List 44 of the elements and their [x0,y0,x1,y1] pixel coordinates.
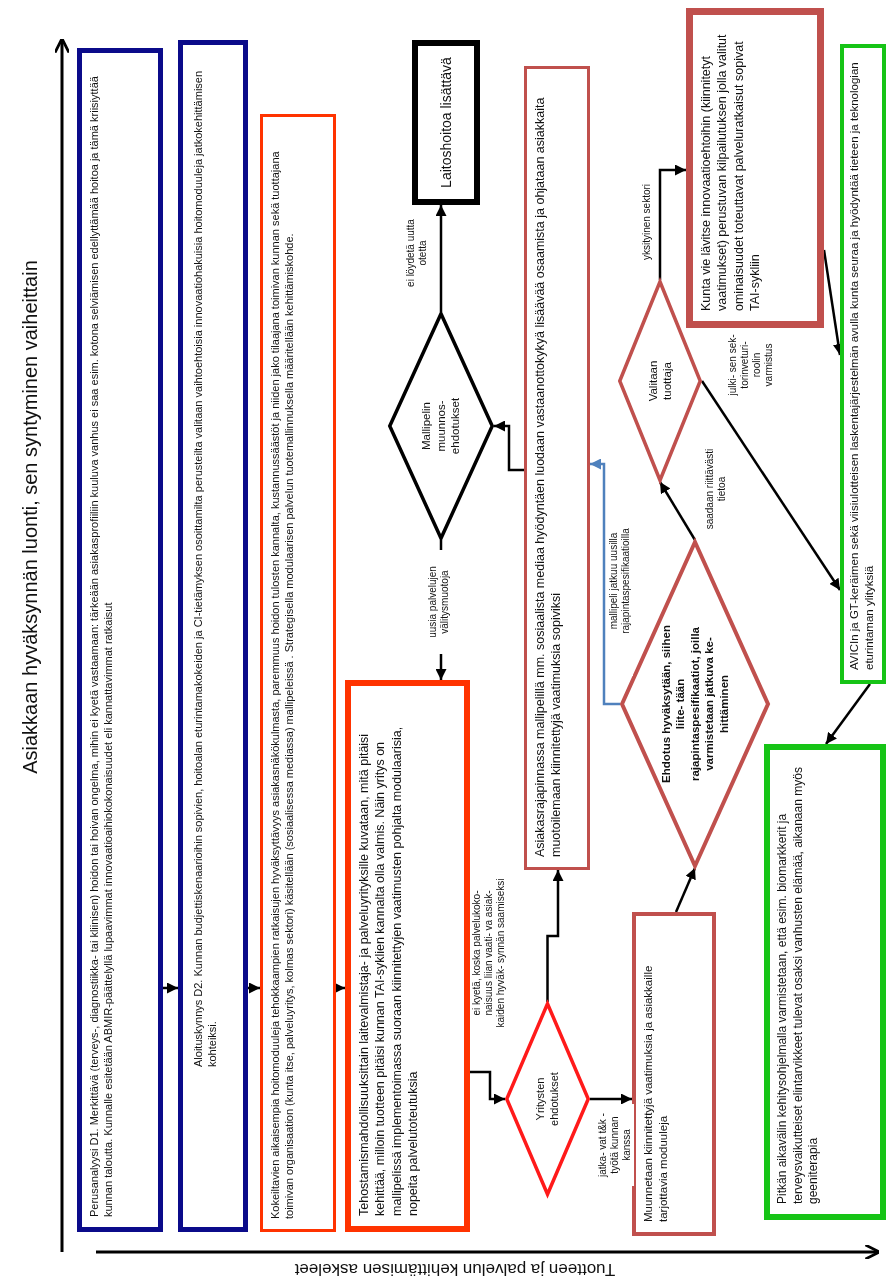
box-text: Muunnetaan kiinnitettyjä vaatimuksia ja asiakkaille tarjottavia moduuleja [641,964,670,1222]
process-box [632,912,716,1236]
arrow [590,458,620,706]
process-box [764,744,886,1220]
process-box [524,66,590,870]
process-box [77,48,163,1232]
arrow [163,982,178,994]
arrow [494,420,524,472]
box-text: Laitoshoitoa lisättävä [436,57,455,188]
process-box [260,114,336,1232]
diamond-text: Ehdotus hyväksytään, siihen liite- tään rajapintaspesifikaatiot, joilla varmistetaan jatkuva ke- hittäminen [659,624,731,785]
diamond-text: Mallipelin muunnos- ehdotukset [419,396,463,457]
arrow [590,1093,632,1105]
arrow [674,867,697,913]
box-text: Kokeiltavien aikaisempia hoitomoduuleja tehokkaampien ratkaisujen hyväksyttävyys asiakasnäkökulmasta, paremmuus hoidon tulosten kannalta, kustannussäästöt ja niiden jako tilaajana toimivan kunnan sekä tuottajana toimivan organisaation (kunta itse, palveluyritys, kolmas sektori) käsitellään (sosiaalisessa mediassa) mallipeleissä . Strategisella modulaarisen palvelun tuotemallinnuksella määritellään kehittämiskohde. [268,150,297,1219]
box-text: Tehostamismahdollisuuksittain laitevalmistaja- ja palveluyrityksille kuvataan, mitä pitäisi kehittää, milloin tuotteen pitäisi kunnan TAI-syklien kannalta olla valmis. Näin yritys on mallipelissä implementoimassa suoraan kiinnitettyjen vaatimusten pohjalta modulaarisia, nopeita palvelutoteutuksia [356,725,421,1216]
arrow [700,380,842,591]
process-box [178,40,248,1232]
arrow [435,205,447,312]
arrow [658,164,686,280]
arrow [658,481,697,541]
diamond-text: Yritysten ehdotukset [533,1071,561,1128]
process-box [840,44,886,684]
decision-diamond [618,280,702,482]
edge-label: jatka- vat t&k -työtä kunnan kanssa [596,1104,634,1186]
arrow [825,683,871,745]
box-text: Kunta vie lävitse innovaatioehtoihin (kiinnitetyt vaatimukset) perustuvan kilpailutuksen jolla valitut ominaisuudet toteuttavat palveluratkaisut sopivat TAI-sykliin [698,33,763,311]
decision-diamond [388,312,494,540]
diamond-text: Valitaan tuottaja [645,359,674,404]
arrow [546,870,564,1002]
box-text: Aloituskynnys D2. Kunnan budjettiskenaarioihin sopivien, hoitoalan eturintamakokeiden ja CI-tietämyksen osoittamilta perusteilta valitaan vaihtoehtoisia innovaatiohakuisia hoitomoduuleja jatkokehittämisen kohteiksi. [191,69,220,1067]
edge-label: uusia palvelujen välitysmuotoja [426,550,452,654]
axis-label: Tuotteen ja palvelun kehittämisen askeleet [293,1259,617,1280]
box-text: Pitkän aikavälin kehitysohjelmalla varmistetaan, että esim. biomarkkerit ja terveysvaikutteiset elintarvikkeet tulevat osaksi vanhusten elämää, aikanaan myös geeniterapia [775,766,822,1204]
process-box [345,680,470,1232]
arrow [248,982,260,994]
box-text: Perusanalyysi D1. Merkittävä (terveys-, diagnostiikka- tai kliinisen) hoidon tai hoivan ongelma, mihin ei kyetä vastaamaan: tärkeään asiakasprofiiliin kuuluva vanhus ei saa esim. kotona selviämisen edellyttämää hoitoa ja tämä kriisiyttää kunnan taloutta. Kunnalle esitetään ABMIR-päättelyllä lupaavimmat innovaatioaihiokokonaisuudet eli kannattavimmat ratkaisut [87,75,116,1217]
arrow [470,1070,505,1105]
decision-diamond [505,1002,590,1196]
arrow [334,982,345,994]
box-text: AVICIn ja GT-keräimen sekä viisiulotteisen laskentajärjestelmän avulla kunta seuraa ja hyödyntää tieteen ja teknologian eturintaman ylityksiä [847,61,876,670]
process-box [412,40,480,205]
diagram-title: Asiakkaan hyväksynnän luonti, sen syntyminen vaiheittain [18,259,42,776]
process-box [686,8,824,328]
